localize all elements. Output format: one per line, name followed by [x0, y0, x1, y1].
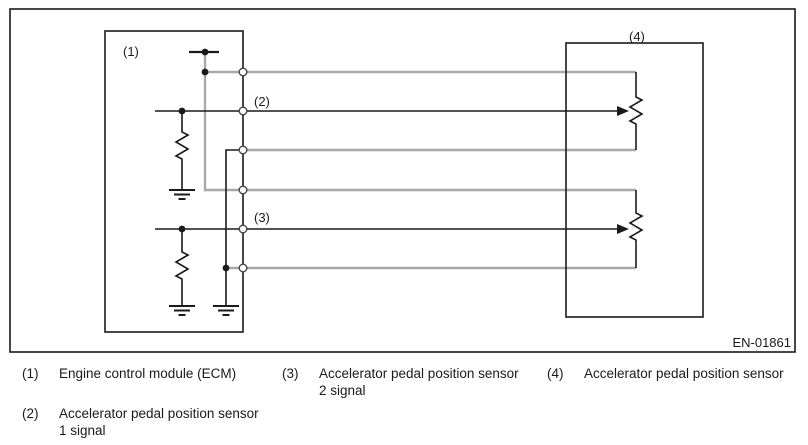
junction-dot [222, 264, 230, 272]
wiper-arrow-1 [617, 106, 629, 116]
junction-dot [178, 225, 186, 233]
legend-item-4: (4) Accelerator pedal position sensor [547, 365, 784, 382]
junction-dots [178, 48, 230, 272]
legend-line: Engine control module (ECM) [59, 366, 237, 381]
legend-marker: (2) [22, 406, 39, 421]
connector-pin [238, 67, 248, 77]
ground-return-line [225, 149, 243, 306]
legend-line: Accelerator pedal position sensor [59, 406, 259, 421]
junction-dot [201, 48, 209, 56]
ground-symbol-1 [169, 189, 195, 200]
schematic-lines [155, 50, 644, 316]
ground-symbol-3 [213, 305, 239, 316]
legend-text: Accelerator pedal position sensor [584, 365, 784, 382]
junction-dot [201, 68, 209, 76]
legend-item-1: (1) Engine control module (ECM) [22, 365, 236, 382]
connector-pin [238, 263, 248, 273]
legend-line: 1 signal [59, 423, 106, 438]
legend-item-2: (2) Accelerator pedal position sensor 1 … [22, 405, 259, 439]
connector-pin [238, 145, 248, 155]
connector-pin [238, 106, 248, 116]
ecm-box [104, 30, 244, 333]
figure-code: EN-01861 [732, 335, 791, 350]
legend-marker: (1) [22, 366, 39, 381]
harness-wires [203, 52, 636, 270]
ground-symbol-2 [169, 305, 195, 316]
connector-pin [238, 224, 248, 234]
sensor-box [565, 42, 704, 318]
legend-marker: (4) [547, 366, 564, 381]
label-sensor-ref: (4) [629, 29, 645, 44]
connector-pins [238, 67, 248, 273]
diagram-frame [9, 8, 796, 353]
resistor-2 [174, 229, 190, 306]
junction-dot [178, 107, 186, 115]
legend-line: Accelerator pedal position sensor [584, 366, 784, 381]
potentiometer-1 [628, 72, 644, 150]
wiper-arrow-2 [617, 224, 629, 234]
legend-text: Accelerator pedal position sensor 2 sign… [319, 365, 519, 399]
supply-wire-sensor2 [203, 52, 636, 192]
legend-line: 2 signal [319, 383, 366, 398]
legend-marker: (3) [282, 366, 299, 381]
circuit-diagram: (1) (2) (3) (4) EN-01861 [9, 8, 796, 353]
legend-item-3: (3) Accelerator pedal position sensor 2 … [282, 365, 519, 399]
label-signal2-ref: (3) [254, 210, 270, 225]
resistor-1 [174, 111, 190, 190]
legend-text: Accelerator pedal position sensor 1 sign… [59, 405, 259, 439]
legend-text: Engine control module (ECM) [59, 365, 236, 382]
connector-pin [238, 185, 248, 195]
label-signal1-ref: (2) [254, 94, 270, 109]
legend-line: Accelerator pedal position sensor [319, 366, 519, 381]
label-ecm-ref: (1) [123, 44, 139, 59]
potentiometer-2 [628, 190, 644, 268]
